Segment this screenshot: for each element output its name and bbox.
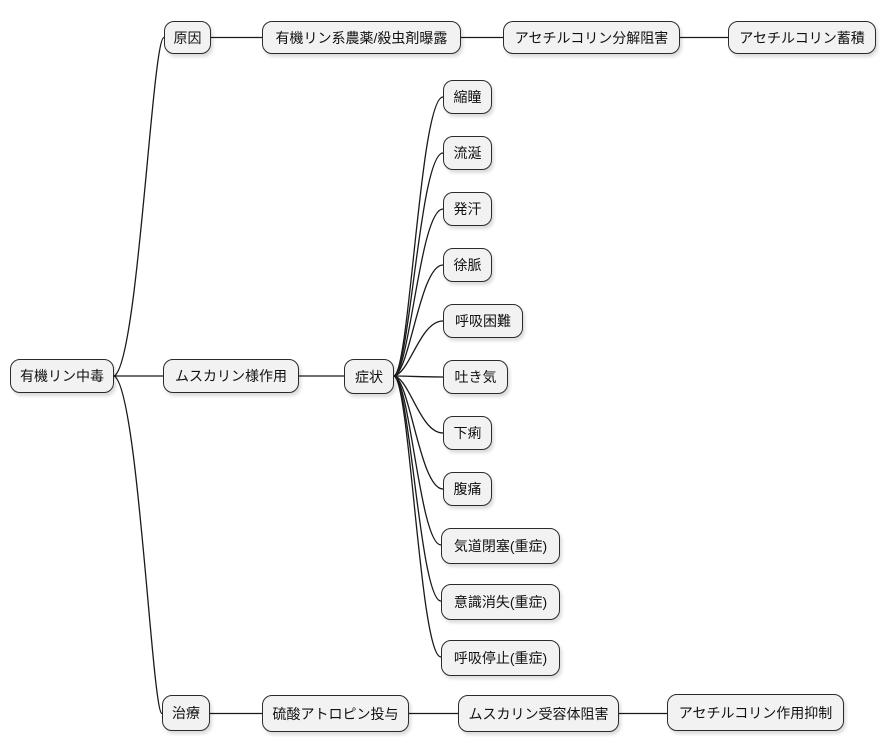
node-loss-of-consciousness: 意識消失(重症) [441, 584, 560, 620]
edge-symptoms-abdominal-pain [393, 375, 444, 490]
node-abdominal-pain: 腹痛 [443, 472, 492, 506]
node-atropine: 硫酸アトロピン投与 [262, 695, 409, 732]
edge-symptoms-airway-obstruction [393, 375, 442, 546]
node-symptoms: 症状 [344, 359, 394, 394]
edge-root-treatment [113, 375, 163, 715]
edge-symptoms-diarrhea [393, 375, 444, 434]
node-bradycardia: 徐脈 [443, 248, 492, 282]
edge-symptoms-salivation [393, 152, 444, 377]
node-ach-suppression: アセチルコリン作用抑制 [667, 694, 844, 731]
node-root: 有機リン中毒 [10, 359, 114, 393]
node-cause: 原因 [164, 21, 211, 54]
node-miosis: 縮瞳 [443, 80, 492, 114]
node-exposure: 有機リン系農薬/殺虫剤曝露 [262, 21, 461, 54]
node-ach-accumulation: アセチルコリン蓄積 [728, 21, 876, 54]
edge-symptoms-bradycardia [393, 264, 444, 377]
node-ach-breakdown-inhibition: アセチルコリン分解阻害 [503, 21, 680, 54]
edge-root-cause [113, 36, 165, 377]
node-muscarinic-action: ムスカリン様作用 [163, 359, 299, 393]
node-airway-obstruction: 気道閉塞(重症) [441, 528, 560, 564]
node-receptor-blockade: ムスカリン受容体阻害 [458, 695, 619, 732]
edge-symptoms-dyspnea [393, 320, 444, 377]
edge-symptoms-nausea [393, 375, 444, 378]
edge-symptoms-respiratory-arrest [393, 375, 442, 658]
edge-symptoms-sweating [393, 208, 444, 377]
node-sweating: 発汗 [443, 192, 492, 226]
node-treatment: 治療 [162, 695, 210, 731]
node-nausea: 吐き気 [443, 360, 508, 394]
node-salivation: 流涎 [443, 136, 492, 170]
node-diarrhea: 下痢 [443, 416, 492, 450]
node-respiratory-arrest: 呼吸停止(重症) [441, 640, 560, 676]
node-dyspnea: 呼吸困難 [443, 304, 523, 338]
edge-symptoms-miosis [393, 96, 444, 377]
